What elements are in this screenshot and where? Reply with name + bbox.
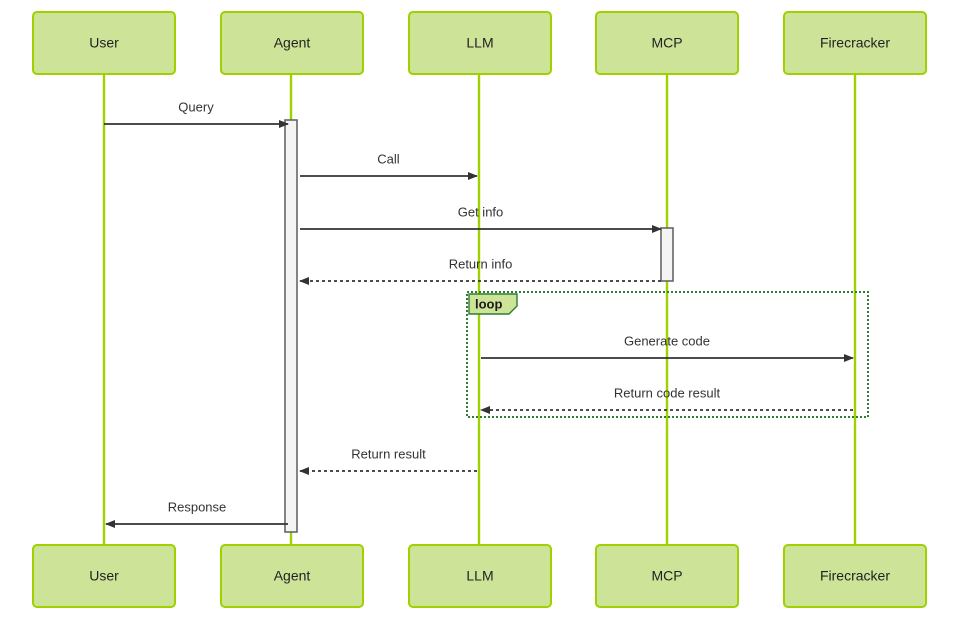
message-get-info: Get info [300, 204, 662, 233]
message-label-return-result: Return result [351, 446, 426, 461]
participant-label-firecracker: Firecracker [820, 568, 890, 584]
participant-label-user: User [89, 35, 119, 51]
loop-tab-shape [468, 293, 518, 315]
participant-mcp-bottom[interactable]: MCP [595, 544, 739, 608]
fragments-group: loop [466, 291, 869, 418]
participant-llm-bottom[interactable]: LLM [408, 544, 552, 608]
message-label-return-code-result: Return code result [614, 385, 721, 400]
message-generate-code: Generate code [481, 333, 854, 362]
participant-label-agent: Agent [274, 35, 311, 51]
participant-user-top[interactable]: User [32, 11, 176, 75]
message-return-result: Return result [299, 446, 477, 475]
activations-group [284, 119, 674, 533]
message-return-code-result: Return code result [480, 385, 853, 414]
message-label-get-info: Get info [458, 204, 504, 219]
participant-firecracker-top[interactable]: Firecracker [783, 11, 927, 75]
message-call: Call [300, 151, 478, 180]
message-label-call: Call [377, 151, 400, 166]
loop-tab-label: loop [475, 296, 502, 311]
participant-agent-top[interactable]: Agent [220, 11, 364, 75]
agent-activation [284, 119, 298, 533]
participant-label-user: User [89, 568, 119, 584]
participant-user-bottom[interactable]: User [32, 544, 176, 608]
fragment-loop: loop [466, 291, 869, 418]
participant-agent-bottom[interactable]: Agent [220, 544, 364, 608]
participant-llm-top[interactable]: LLM [408, 11, 552, 75]
participant-mcp-top[interactable]: MCP [595, 11, 739, 75]
mcp-activation [660, 227, 674, 282]
message-label-generate-code: Generate code [624, 333, 710, 348]
actors-bottom-group: User Agent LLM MCP Firecracker [32, 544, 927, 608]
message-return-info: Return info [299, 256, 661, 285]
message-response: Response [105, 499, 288, 528]
participant-label-agent: Agent [274, 568, 311, 584]
message-label-return-info: Return info [449, 256, 513, 271]
participant-label-llm: LLM [466, 35, 493, 51]
participant-label-llm: LLM [466, 568, 493, 584]
participant-label-mcp: MCP [651, 35, 682, 51]
message-label-response: Response [168, 499, 227, 514]
participant-firecracker-bottom[interactable]: Firecracker [783, 544, 927, 608]
actors-top-group: User Agent LLM MCP Firecracker [32, 11, 927, 75]
message-query: Query [104, 99, 289, 128]
participant-label-mcp: MCP [651, 568, 682, 584]
message-label-query: Query [178, 99, 214, 114]
participant-label-firecracker: Firecracker [820, 35, 890, 51]
